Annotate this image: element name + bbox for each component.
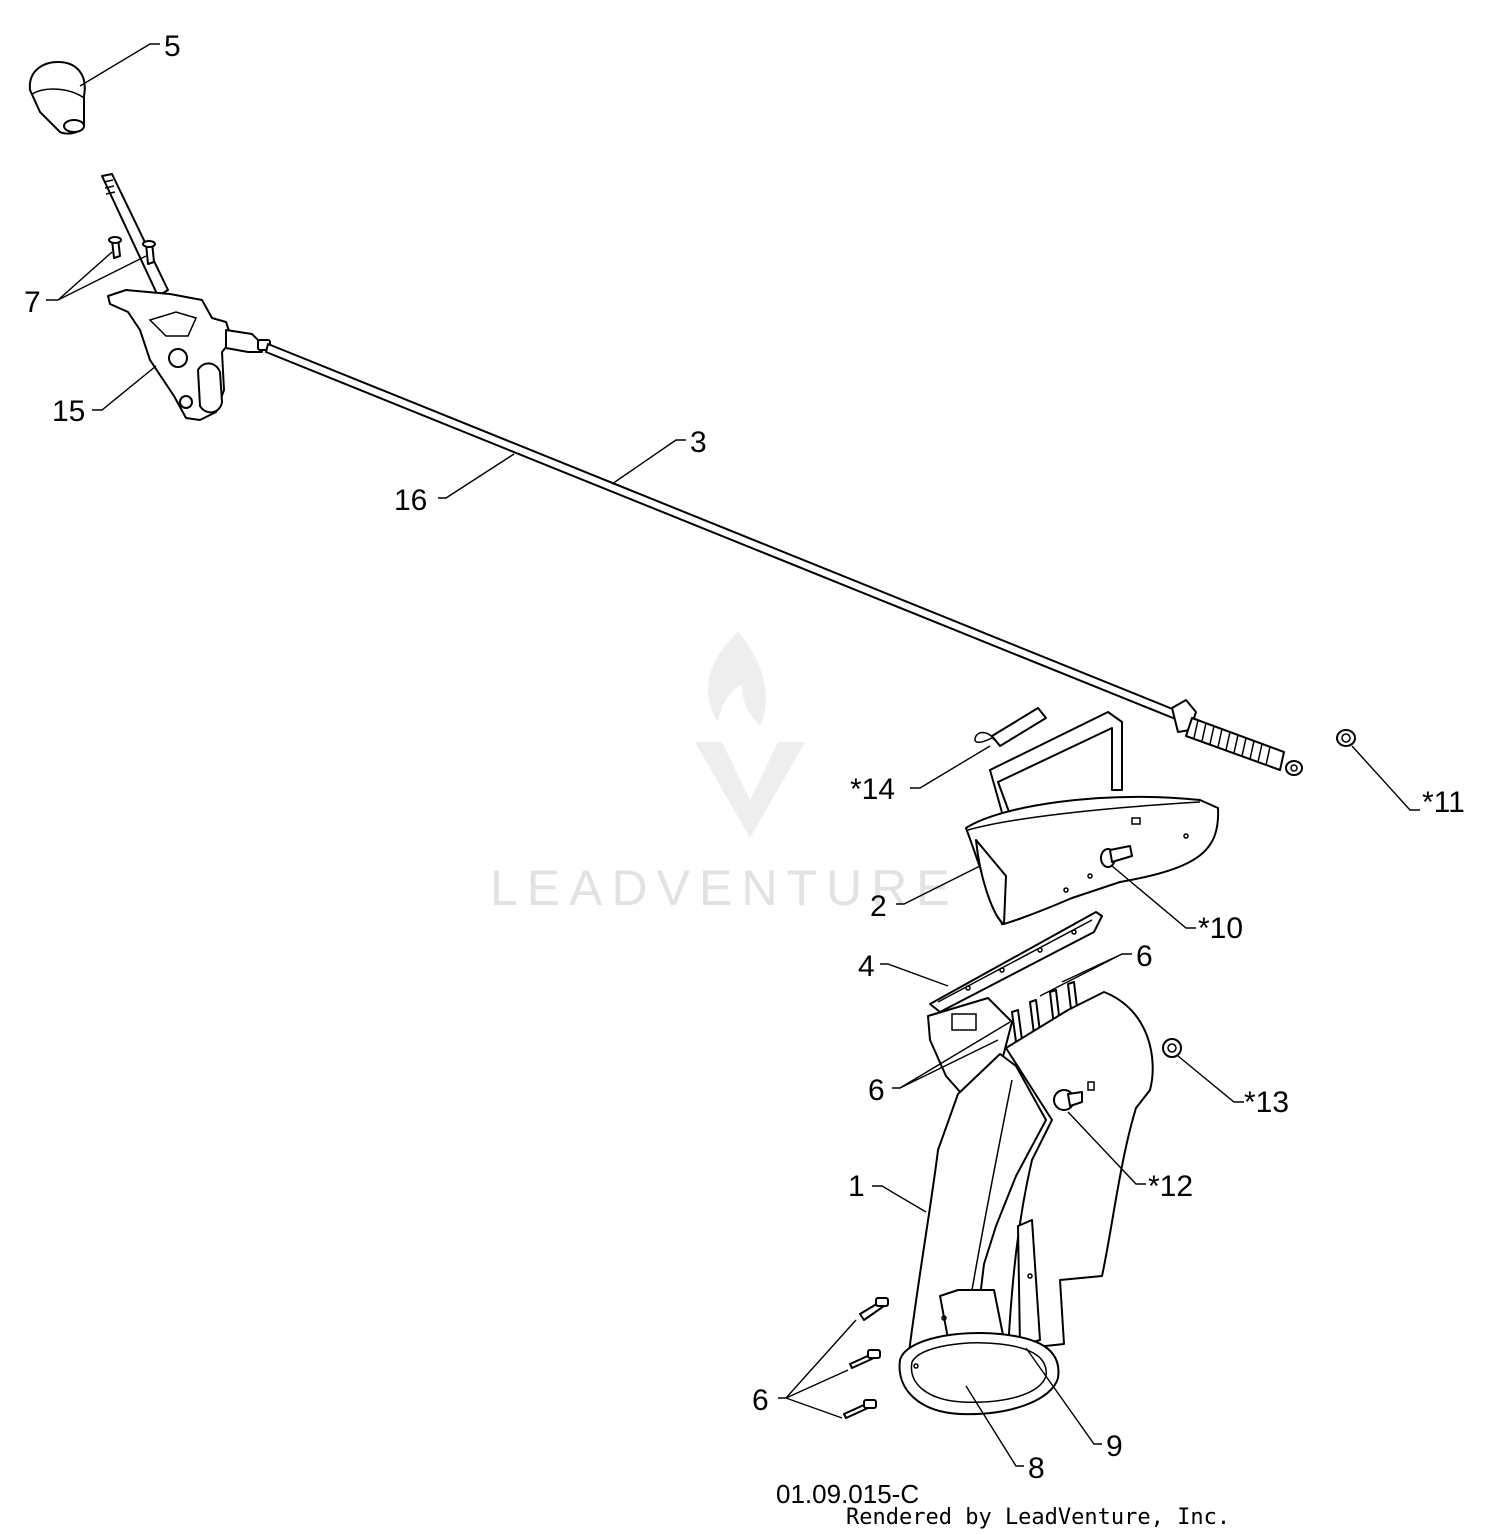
callout-15: 15 <box>52 395 85 428</box>
callout-13: *13 <box>1244 1086 1289 1119</box>
part-13-nut[interactable] <box>1162 1038 1182 1058</box>
drawing-code: 01.09.015-C <box>776 1479 919 1509</box>
part-5-shift-knob[interactable] <box>28 61 86 135</box>
callout-3: 3 <box>690 426 707 459</box>
callout-6-upper: 6 <box>1136 940 1153 973</box>
part-6-bolts-lower[interactable] <box>843 1297 889 1419</box>
part-10-bolt[interactable] <box>1100 845 1133 868</box>
callout-10: *10 <box>1198 912 1243 945</box>
callout-11: *11 <box>1422 786 1465 819</box>
callout-4: 4 <box>858 950 875 983</box>
part-11-nut[interactable] <box>1336 729 1356 747</box>
callout-2: 2 <box>870 890 887 923</box>
callout-6-lower: 6 <box>752 1384 769 1417</box>
part-1-discharge-chute[interactable] <box>898 991 1154 1416</box>
callout-16: 16 <box>394 484 427 517</box>
callout-7: 7 <box>24 286 41 319</box>
callout-12: *12 <box>1148 1170 1193 1203</box>
part-4-chute-bracket[interactable] <box>929 911 1103 1013</box>
callout-6-middle: 6 <box>868 1074 885 1107</box>
callout-8: 8 <box>1028 1452 1045 1485</box>
render-credit: Rendered by LeadVenture, Inc. <box>846 1505 1230 1530</box>
callout-1: 1 <box>848 1170 865 1203</box>
leader-lines <box>46 43 1420 1467</box>
part-7-screws[interactable] <box>108 236 156 265</box>
callout-labels: 5 7 15 16 3 *14 *11 2 *10 4 6 6 *13 *12 … <box>24 30 1465 1485</box>
part-15-shift-lever-assembly[interactable] <box>101 173 271 421</box>
watermark-logo: LEADVENTURE <box>490 632 959 916</box>
part-16-shift-cable[interactable] <box>265 343 1303 776</box>
part-12-bolt[interactable] <box>1053 1089 1083 1111</box>
callout-5: 5 <box>164 30 181 63</box>
watermark-text: LEADVENTURE <box>490 860 959 916</box>
callout-14: *14 <box>850 773 895 806</box>
part-14-spring[interactable] <box>974 707 1047 747</box>
part-2-chute-deflector[interactable] <box>965 711 1220 926</box>
callout-9: 9 <box>1106 1430 1123 1463</box>
